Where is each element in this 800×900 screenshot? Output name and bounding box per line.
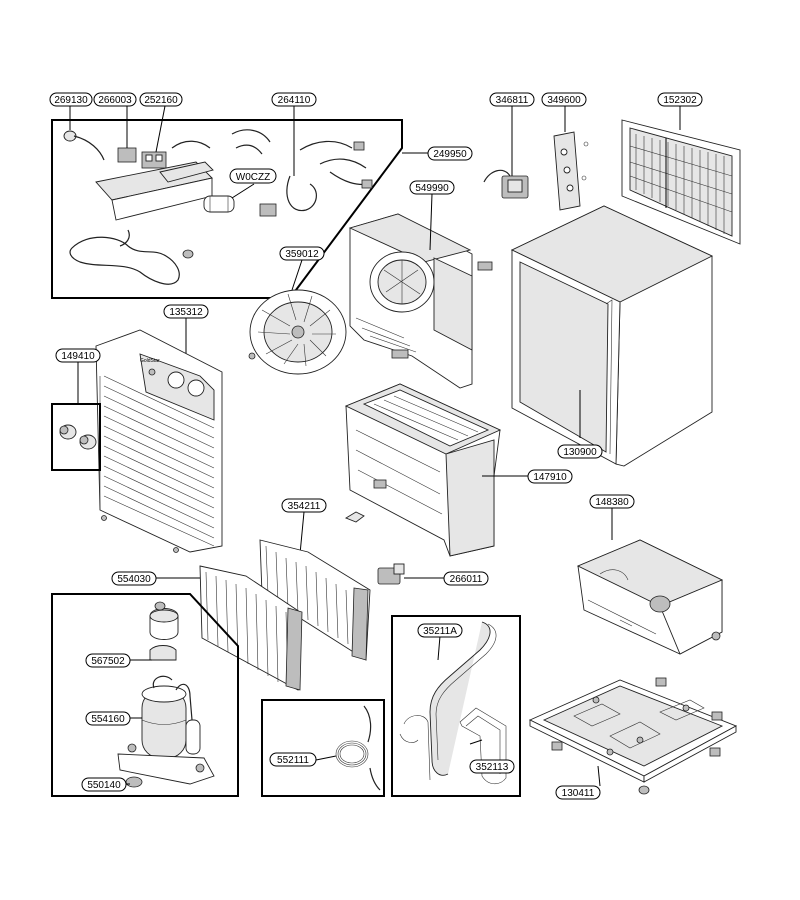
air-filter-grille — [621, 106, 741, 245]
label-266003: 266003 — [93, 92, 137, 107]
electrical-group-frame — [51, 119, 403, 299]
label-W0CZZ: W0CZZ — [229, 168, 277, 184]
knob-right — [187, 379, 205, 397]
electrical-parts-group — [51, 105, 428, 299]
svg-text:549990: 549990 — [415, 183, 449, 194]
rubber-mount-550140 — [125, 776, 143, 788]
label-349600: 349600 — [541, 92, 587, 107]
label-148380: 148380 — [589, 494, 635, 509]
svg-text:130900: 130900 — [563, 447, 597, 458]
svg-text:249950: 249950 — [433, 149, 467, 160]
label-130900: 130900 — [557, 444, 603, 459]
capillary-tube-group — [261, 699, 385, 797]
label-354211: 354211 — [281, 498, 327, 513]
label-554160: 554160 — [85, 711, 131, 726]
svg-text:269130: 269130 — [54, 95, 88, 106]
svg-text:152302: 152302 — [663, 95, 697, 106]
label-264110: 264110 — [271, 92, 317, 107]
svg-text:266003: 266003 — [98, 95, 132, 106]
switch-266003 — [117, 147, 137, 163]
label-552111: 552111 — [269, 752, 317, 767]
svg-text:552111: 552111 — [277, 755, 309, 766]
label-266011: 266011 — [443, 571, 489, 586]
svg-text:346811: 346811 — [496, 95, 529, 106]
label-554030: 554030 — [111, 571, 157, 586]
label-130411: 130411 — [555, 785, 601, 800]
label-149410: 149410 — [55, 348, 101, 363]
label-346811: 346811 — [489, 92, 535, 107]
base-pan — [528, 677, 738, 795]
label-359012: 359012 — [279, 246, 325, 261]
evaporator-coil — [259, 511, 371, 661]
svg-text:149410: 149410 — [61, 351, 95, 362]
svg-text:W0CZZ: W0CZZ — [236, 172, 270, 183]
accumulator — [185, 719, 201, 755]
svg-text:354211: 354211 — [288, 501, 321, 512]
label-252160: 252160 — [139, 92, 183, 107]
front-grille: GoldStar — [95, 318, 223, 553]
cabinet — [510, 205, 714, 467]
label-147910: 147910 — [527, 469, 573, 484]
capillary-coil — [335, 740, 369, 768]
label-249950: 249950 — [427, 146, 473, 161]
label-550140: 550140 — [81, 777, 127, 792]
svg-text:554030: 554030 — [117, 574, 151, 585]
svg-text:266011: 266011 — [450, 574, 483, 585]
label-35211A: 35211A — [417, 623, 463, 638]
capillary-group-frame — [261, 699, 385, 797]
svg-text:264110: 264110 — [278, 95, 311, 106]
svg-text:349600: 349600 — [547, 95, 581, 106]
svg-text:352113: 352113 — [476, 762, 509, 773]
label-549990: 549990 — [409, 180, 455, 195]
fan-housing — [348, 193, 493, 389]
label-152302: 152302 — [657, 92, 703, 107]
tube-35211A — [429, 621, 491, 776]
compressor-base — [117, 753, 215, 785]
svg-text:554160: 554160 — [91, 714, 125, 725]
svg-text:567502: 567502 — [91, 656, 125, 667]
wire-harness-bottom — [69, 236, 180, 285]
sensor-266011 — [377, 563, 444, 585]
label-352113: 352113 — [469, 759, 515, 774]
label-567502: 567502 — [85, 653, 131, 668]
knob-group-frame — [51, 403, 101, 471]
tubing-group-frame — [391, 615, 521, 797]
svg-text:550140: 550140 — [87, 780, 121, 791]
knob-group — [51, 362, 101, 471]
capacitor — [203, 195, 235, 213]
svg-text:359012: 359012 — [285, 249, 319, 260]
svg-text:252160: 252160 — [144, 95, 178, 106]
blower-fan — [248, 259, 347, 375]
svg-text:130411: 130411 — [562, 788, 595, 799]
label-269130: 269130 — [49, 92, 93, 107]
svg-text:147910: 147910 — [533, 472, 567, 483]
chassis — [344, 383, 528, 557]
svg-text:148380: 148380 — [595, 497, 629, 508]
terminal-part-567502 — [149, 645, 177, 661]
label-135312: 135312 — [163, 304, 209, 319]
coil-354211 — [259, 539, 371, 661]
knob-left — [167, 371, 185, 389]
compressor-group-frame — [51, 593, 239, 797]
louver-motor-assembly — [483, 106, 589, 211]
compressor-group — [51, 593, 239, 797]
condenser-coil — [156, 565, 303, 691]
svg-text:135312: 135312 — [169, 307, 203, 318]
water-tank — [576, 508, 724, 655]
panel-brand-text: GoldStar — [140, 358, 160, 364]
svg-text:35211A: 35211A — [423, 626, 457, 637]
